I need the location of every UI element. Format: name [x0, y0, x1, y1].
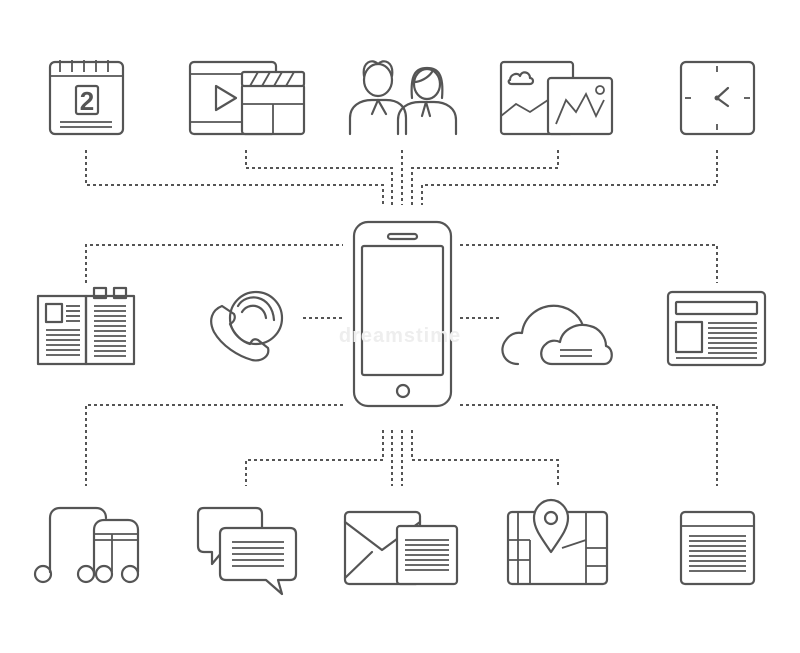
connector-clock	[421, 150, 718, 205]
newspaper-icon	[36, 286, 136, 366]
phone-call-icon	[210, 290, 284, 362]
document-icon	[679, 510, 756, 586]
connectors	[85, 150, 718, 486]
connector-calendar	[85, 150, 384, 205]
cloud-icon	[501, 304, 613, 366]
chat-icon	[196, 506, 298, 596]
clock-icon	[679, 60, 756, 136]
connector-newspaper	[85, 244, 343, 283]
connector-chat	[245, 430, 384, 486]
map-icon	[506, 498, 609, 586]
connector-gallery	[411, 150, 559, 205]
mail-icon	[343, 510, 459, 586]
connector-mail	[391, 430, 403, 486]
connector-map	[411, 430, 559, 486]
users-icon	[348, 60, 458, 136]
connector-document	[460, 404, 718, 486]
smartphone-icon	[352, 220, 453, 408]
connector-music	[85, 404, 343, 486]
connector-news-layout	[460, 244, 718, 283]
connector-video	[245, 150, 393, 205]
video-icon	[188, 60, 306, 136]
news-layout-icon	[666, 290, 767, 367]
calendar-icon: 2	[48, 60, 125, 136]
gallery-icon	[499, 60, 614, 136]
calendar-day-number: 2	[80, 86, 94, 116]
watermark-text: dreamstime	[339, 325, 461, 347]
music-icon	[33, 506, 140, 584]
